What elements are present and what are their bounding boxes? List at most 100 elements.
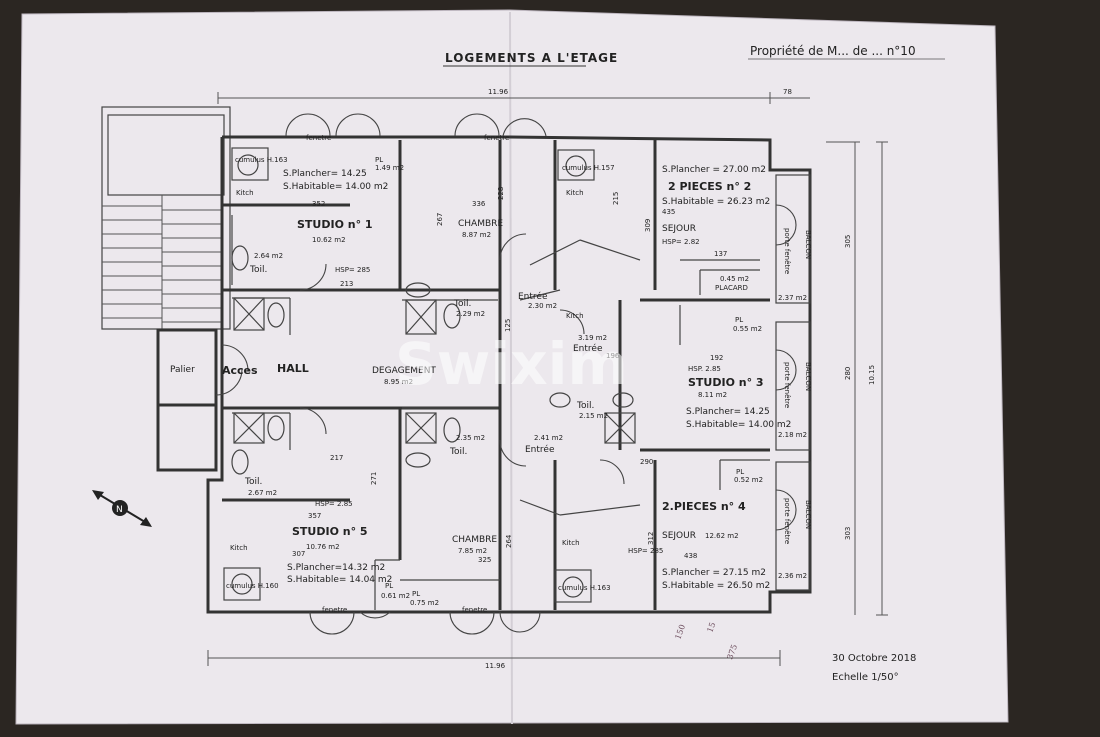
svg-text:HSP= 2.85: HSP= 2.85 <box>315 500 353 508</box>
svg-text:STUDIO n° 3: STUDIO n° 3 <box>688 376 764 389</box>
entree-3-area: 2.41 m2 <box>534 434 563 442</box>
svg-text:11.96: 11.96 <box>488 88 509 96</box>
svg-text:435: 435 <box>662 208 675 216</box>
svg-text:HSP. 2.85: HSP. 2.85 <box>688 365 721 373</box>
toil-4-label: Toil. <box>449 447 467 457</box>
svg-text:2.PIECES n° 4: 2.PIECES n° 4 <box>662 500 746 513</box>
staircase <box>101 106 231 330</box>
svg-text:2 PIECES n° 2: 2 PIECES n° 2 <box>668 180 751 193</box>
pl-1-label: PL <box>375 156 383 164</box>
apartment-2-block: S.Plancher = 27.00 m2 2 PIECES n° 2 S.Ha… <box>662 165 770 207</box>
north-arrow-icon: N <box>92 490 152 527</box>
entree-2-area: 3.19 m2 <box>578 334 607 342</box>
svg-text:S.Habitable= 14.04 m2: S.Habitable= 14.04 m2 <box>287 575 392 585</box>
degagement-label: DEGAGEMENT <box>372 366 436 376</box>
toil-2-area: 2.29 m2 <box>456 310 485 318</box>
svg-text:15: 15 <box>705 621 717 634</box>
kitch-3: Kitch <box>566 312 584 320</box>
svg-text:HSP= 285: HSP= 285 <box>335 266 370 274</box>
entree-2-label: Entrée <box>573 343 603 354</box>
sejour-2-label: SEJOUR <box>662 531 696 541</box>
sejour-1-hsp: HSP= 2.82 <box>662 238 700 246</box>
entree-1-label: Entrée <box>518 291 548 302</box>
top-dimension: 11.96 78 <box>217 88 810 104</box>
svg-text:352: 352 <box>312 200 325 208</box>
svg-text:307: 307 <box>292 550 305 558</box>
cumulus-3: cumulus H.160 <box>226 582 279 590</box>
watermark-logo: Swixim <box>395 330 628 398</box>
toil-5-area: 2.67 m2 <box>248 489 277 497</box>
chambre-1-area: 8.87 m2 <box>462 231 491 239</box>
balcon-3-label: BALCON <box>804 500 812 529</box>
toil-3-area: 2.15 m2 <box>579 412 608 420</box>
secondary-walls <box>231 215 770 610</box>
kitch-5: Kitch <box>230 544 248 552</box>
chambre-2-area: 7.85 m2 <box>458 547 487 555</box>
svg-text:325: 325 <box>478 556 491 564</box>
pl-4-label: PL <box>412 590 420 598</box>
svg-text:192: 192 <box>710 354 723 362</box>
svg-text:267: 267 <box>436 213 444 226</box>
chambre-2-label: CHAMBRE <box>452 535 497 545</box>
svg-text:280: 280 <box>844 367 852 380</box>
svg-text:S.Habitable= 14.00 m2: S.Habitable= 14.00 m2 <box>686 420 791 430</box>
svg-text:10.76 m2: 10.76 m2 <box>306 543 340 551</box>
hall-label: HALL <box>277 362 309 375</box>
svg-text:10.62 m2: 10.62 m2 <box>312 236 346 244</box>
kitch-2: Kitch <box>566 189 584 197</box>
svg-text:264: 264 <box>505 534 513 548</box>
cumulus-4: cumulus H.163 <box>558 584 611 592</box>
cumulus-1: cumulus H.163 <box>235 156 288 164</box>
toil-4-area: 2.35 m2 <box>456 434 485 442</box>
svg-text:125: 125 <box>504 319 512 332</box>
pl-1-area: 1.49 m2 <box>375 164 404 172</box>
placard-area: 0.45 m2 <box>720 275 749 283</box>
svg-text:303: 303 <box>844 527 852 540</box>
toil-5-label: Toil. <box>244 477 262 487</box>
owner-header: Propriété de M... de ... n°10 <box>750 44 916 58</box>
svg-text:S.Habitable = 26.23 m2: S.Habitable = 26.23 m2 <box>662 197 770 207</box>
chambre-1-label: CHAMBRE <box>458 219 503 229</box>
svg-text:10.15: 10.15 <box>868 365 876 385</box>
fenetre-4: fenetre <box>462 606 487 614</box>
studio-3-block: HSP. 2.85 STUDIO n° 3 8.11 m2 S.Plancher… <box>686 365 791 430</box>
apartment-4-block: 2.PIECES n° 4 HSP= 285 S.Plancher = 27.1… <box>628 500 770 591</box>
svg-text:213: 213 <box>340 280 353 288</box>
balcon-2-label: BALCON <box>804 362 812 391</box>
balcon-1-label: BALCON <box>804 230 812 259</box>
pl-3-label: PL <box>736 468 744 476</box>
right-dimension: 10.15 305 280 303 <box>826 141 888 616</box>
palier-label-2: Palier <box>168 365 193 375</box>
pl-2-label: PL <box>735 316 743 324</box>
svg-text:S.Plancher = 27.00 m2: S.Plancher = 27.00 m2 <box>662 165 766 175</box>
fenetre-3: fenetre <box>322 606 347 614</box>
balcon-1-area: 2.37 m2 <box>778 294 807 302</box>
placard-label: PLACARD <box>715 284 748 292</box>
palier-block <box>156 328 218 472</box>
svg-text:312: 312 <box>647 532 655 545</box>
acces-label: Acces <box>222 364 258 377</box>
svg-text:271: 271 <box>370 472 378 485</box>
interior-measures: 352 336 228 215 309 435 267 137 213 125 … <box>292 187 727 564</box>
svg-text:HSP= 285: HSP= 285 <box>628 547 663 555</box>
porte-fenetre-2: porte fenêtre <box>783 362 791 408</box>
porte-fenetre-1: porte fenêtre <box>783 228 791 274</box>
sejour-2-area: 12.62 m2 <box>705 532 739 540</box>
svg-text:S.Habitable= 14.00 m2: S.Habitable= 14.00 m2 <box>283 182 388 192</box>
studio-5-block: HSP= 2.85 STUDIO n° 5 10.76 m2 S.Planche… <box>287 500 392 585</box>
fixtures <box>223 147 636 603</box>
balcon-2-area: 2.18 m2 <box>778 431 807 439</box>
svg-text:196: 196 <box>606 352 620 360</box>
paper-fold <box>509 11 513 725</box>
svg-text:N: N <box>116 505 123 515</box>
pl-3-area: 0.52 m2 <box>734 476 763 484</box>
palier-label: Palier <box>170 365 195 375</box>
svg-text:S.Habitable = 26.50 m2: S.Habitable = 26.50 m2 <box>662 581 770 591</box>
svg-text:305: 305 <box>844 235 852 248</box>
svg-text:S.Plancher=14.32 m2: S.Plancher=14.32 m2 <box>287 563 385 573</box>
pl-4-area: 0.75 m2 <box>410 599 439 607</box>
paper-sheet <box>15 9 1009 725</box>
svg-text:S.Plancher= 14.25: S.Plancher= 14.25 <box>283 169 367 179</box>
svg-text:S.Plancher = 27.15 m2: S.Plancher = 27.15 m2 <box>662 568 766 578</box>
svg-text:78: 78 <box>783 88 792 96</box>
